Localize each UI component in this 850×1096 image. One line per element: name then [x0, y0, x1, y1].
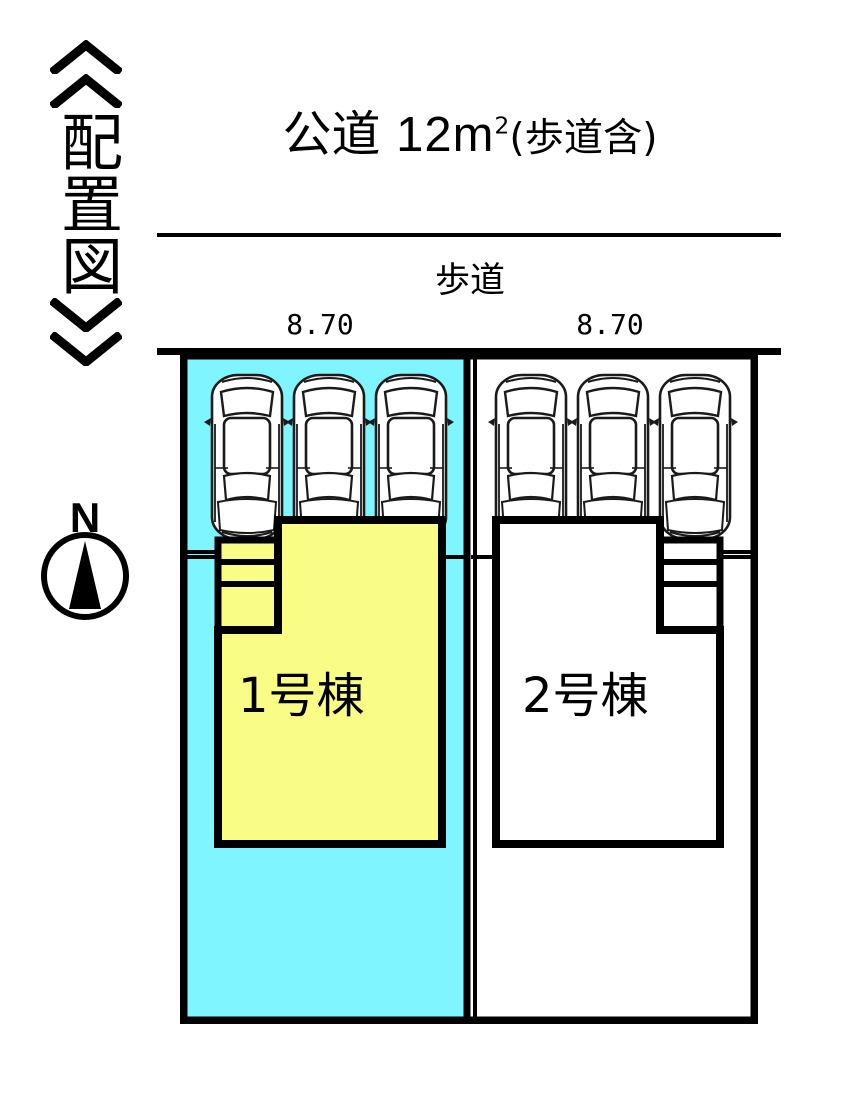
dimension-lot2-frontage: 8.70 [576, 308, 644, 341]
road-edge-line [157, 233, 781, 237]
building-label-1: 1号棟 [238, 668, 365, 724]
dimension-lot1-frontage: 8.70 [286, 308, 354, 341]
chevron-down-icon [50, 298, 122, 332]
site-plan [180, 352, 758, 1024]
plan-caption: 配置図 [34, 40, 138, 390]
chevron-up-icon [50, 40, 122, 74]
chevron-up-icon [50, 74, 122, 108]
chevron-down-icon [50, 332, 122, 366]
building-label-2: 2号棟 [522, 668, 649, 724]
road-area-exponent: 2 [494, 111, 510, 140]
compass-north-label: N [69, 494, 101, 541]
road-area-number: 12 [396, 108, 453, 162]
compass-north-icon [39, 530, 131, 622]
page-title: 公道 12m2(歩道含) [160, 108, 780, 163]
sidewalk-label: 歩道 [434, 261, 505, 301]
compass: N [30, 494, 140, 635]
plan-caption-text: 配置図 [50, 110, 123, 296]
road-area-unit: m [452, 108, 495, 162]
road-title-main: 公道 [282, 106, 381, 163]
road-title-note: (歩道含) [509, 116, 658, 161]
